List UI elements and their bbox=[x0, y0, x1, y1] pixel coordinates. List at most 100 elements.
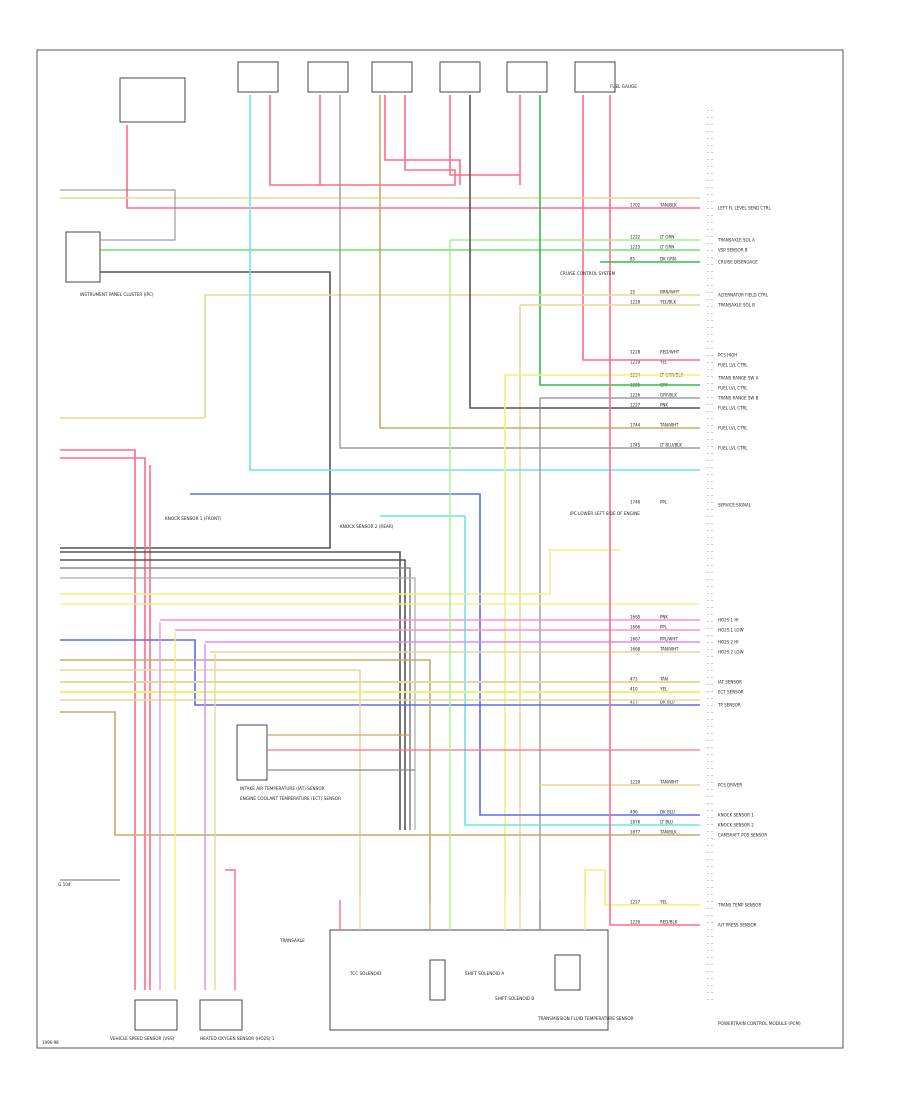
pcm-pin-color: TAN bbox=[659, 677, 668, 682]
pcm-pin-code: 410 bbox=[630, 687, 638, 692]
pcm-pin-label: HO2S 2 HI bbox=[718, 640, 739, 645]
pcm-pin-label: FUEL LVL CTRL bbox=[718, 426, 748, 431]
pcm-pin-label: PCS HIGH bbox=[718, 353, 737, 358]
pcm-connector-column bbox=[707, 110, 713, 1005]
trans-fluid-temp-label: TRANSMISSION FLUID TEMPERATURE SENSOR bbox=[537, 1016, 634, 1021]
pcm-pin-code: 85 bbox=[630, 257, 636, 262]
pcm-pin-code: 1228 bbox=[630, 300, 641, 305]
pcm-pin-color: DK GRN bbox=[660, 257, 676, 262]
pcm-pin-code: 1666 bbox=[630, 625, 641, 630]
pcm-pin-color: DK BLU bbox=[660, 810, 675, 815]
connector-top-5 bbox=[506, 61, 548, 93]
pcm-pin-code: 1226 bbox=[630, 920, 641, 925]
pcm-pin-color: TAN/WHT bbox=[659, 647, 679, 652]
pcm-pin-code: 1746 bbox=[630, 500, 641, 505]
pcm-pin-label: FUEL LVL CTRL bbox=[718, 386, 748, 391]
pcm-pin-code: 1667 bbox=[630, 637, 641, 642]
pcm-pin-label: TRANS RANGE SW A bbox=[717, 376, 759, 381]
pcm-pin-color: YEL bbox=[659, 687, 668, 692]
transaxle-label: TRANSAXLE bbox=[279, 938, 305, 943]
pcm-pin-color: PPL bbox=[660, 500, 668, 505]
fuse-block-box bbox=[119, 77, 186, 123]
pcm-pin-color: LT BLU bbox=[660, 820, 673, 825]
pcm-pin-color: PPL bbox=[660, 625, 668, 630]
footer-text: 1996-98 bbox=[42, 1040, 59, 1045]
ho2s-label: HEATED OXYGEN SENSOR (HO2S) 1 bbox=[200, 1036, 275, 1041]
pcm-pin-code: 1227 bbox=[630, 403, 641, 408]
pcm-pin-label: VSP SENSOR B bbox=[718, 248, 748, 253]
pcm-pin-color: LT GRN bbox=[660, 235, 674, 240]
pcm-pin-code: 1229 bbox=[630, 360, 641, 365]
pcm-pin-label: HO2S 1 HI bbox=[718, 618, 739, 623]
mid-sensor-box bbox=[236, 724, 268, 781]
pcm-pin-color: BRN/WHT bbox=[660, 290, 680, 295]
pcm-pin-color: LT BLU/BLK bbox=[660, 443, 682, 448]
pcm-pin-code: 25 bbox=[630, 290, 636, 295]
pcm-pin-code: 1744 bbox=[630, 423, 641, 428]
vss-label: VEHICLE SPEED SENSOR (VSS) bbox=[110, 1036, 175, 1041]
pcm-pin-label: CAMSHAFT POS SENSOR bbox=[718, 833, 767, 838]
pcm-pin-label: KNOCK SENSOR 1 bbox=[718, 813, 754, 818]
diagram-frame bbox=[36, 49, 844, 1049]
iat-label: INTAKE AIR TEMPERATURE (IAT) SENSOR bbox=[240, 786, 325, 791]
pcm-pin-code: 1877 bbox=[630, 830, 641, 835]
tcc-solenoid-label: TCC SOLENOID bbox=[349, 971, 381, 976]
ipc-lower-label: IPC LOWER LEFT SIDE OF ENGINE bbox=[570, 511, 640, 516]
pcm-pin-label: ALTERNATOR FIELD CTRL bbox=[718, 293, 769, 298]
pcm-pin-label: HO2S 1 LOW bbox=[718, 628, 744, 633]
pcm-pin-label: HO2S 2 LOW bbox=[718, 650, 744, 655]
pcm-pin-code: 417 bbox=[630, 700, 638, 705]
pcm-pin-color: GRY/BLK bbox=[660, 393, 677, 398]
pcm-pin-code: 1226 bbox=[630, 393, 641, 398]
pcm-pin-color: YEL/BLK bbox=[659, 300, 677, 305]
connector-top-1 bbox=[237, 61, 279, 93]
pcm-pin-label: A/T PRESS SENSOR bbox=[718, 923, 757, 928]
vss-box bbox=[134, 999, 178, 1031]
knock-sensor-2-label: KNOCK SENSOR 2 (REAR) bbox=[340, 524, 394, 529]
ect-label: ENGINE COOLANT TEMPERATURE (ECT) SENSOR bbox=[240, 796, 341, 801]
component-labels: INSTRUMENT PANEL CLUSTER (IPC) KNOCK SEN… bbox=[42, 84, 801, 1045]
pcm-pin-code: 1228 bbox=[630, 350, 641, 355]
pcm-pin-code: 1876 bbox=[630, 820, 641, 825]
ipc-component-box bbox=[65, 231, 101, 283]
pcm-pin-label: ECT SENSOR bbox=[718, 690, 744, 695]
pcm-pin-label: KNOCK SENSOR 2 bbox=[718, 823, 754, 828]
connector-top-4 bbox=[439, 61, 481, 93]
pcm-pin-code: 1229 bbox=[630, 780, 641, 785]
pcm-pin-code: 1665 bbox=[630, 615, 641, 620]
pcm-pin-code: 1227 bbox=[630, 900, 641, 905]
pcm-pin-label: FUEL LVL CTRL bbox=[718, 446, 748, 451]
pcm-pin-color: TAN/BLK bbox=[659, 830, 677, 835]
pcm-pin-code: 1702 bbox=[630, 203, 641, 208]
pcm-pin-label: FUEL LVL CTRL bbox=[718, 406, 748, 411]
cruise-label: CRUISE CONTROL SYSTEM bbox=[560, 271, 616, 276]
pcm-pin-color: LT GRN bbox=[660, 245, 674, 250]
pcm-pin-color: DK BLU bbox=[660, 700, 675, 705]
pcm-pin-color: YEL bbox=[659, 360, 668, 365]
pcm-title: POWERTRAIN CONTROL MODULE (PCM) bbox=[718, 1021, 801, 1026]
pcm-pin-label: TRANSAXLE SOL A bbox=[717, 238, 755, 243]
pcm-pin-label: FUEL LVL CTRL bbox=[718, 363, 748, 368]
pcm-pin-color: PNK bbox=[660, 403, 668, 408]
trans-fluid-temp-box bbox=[554, 954, 581, 991]
pcm-pin-color: TAN/WHT bbox=[659, 423, 679, 428]
pcm-pin-code: 496 bbox=[630, 810, 638, 815]
pcm-pin-label: IAT SENSOR bbox=[718, 680, 742, 685]
pcm-pin-color: RED/WHT bbox=[660, 350, 680, 355]
pcm-pin-color: PNK bbox=[660, 615, 668, 620]
connector-top-3 bbox=[371, 61, 413, 93]
pcm-pin-label: TRANS TEMP SENSOR bbox=[717, 903, 761, 908]
pcm-pin-label: CRUISE DISENGAGE bbox=[718, 260, 758, 265]
pcm-pin-code: 1668 bbox=[630, 647, 641, 652]
connector-top-6 bbox=[574, 61, 616, 93]
pcm-pin-code: 1223 bbox=[630, 245, 641, 250]
pcm-pin-label: PCS DRIVER bbox=[718, 783, 742, 788]
knock-sensor-1-label: KNOCK SENSOR 1 (FRONT) bbox=[165, 516, 222, 521]
connector-top-2 bbox=[307, 61, 349, 93]
pcm-pin-label: TRANSAXLE SOL B bbox=[717, 303, 755, 308]
pcm-pin-color: YEL bbox=[659, 900, 668, 905]
pcm-pin-color: RED/BLK bbox=[660, 920, 678, 925]
wire-group bbox=[60, 61, 700, 1031]
g-ground-label: G 104 bbox=[58, 882, 71, 887]
